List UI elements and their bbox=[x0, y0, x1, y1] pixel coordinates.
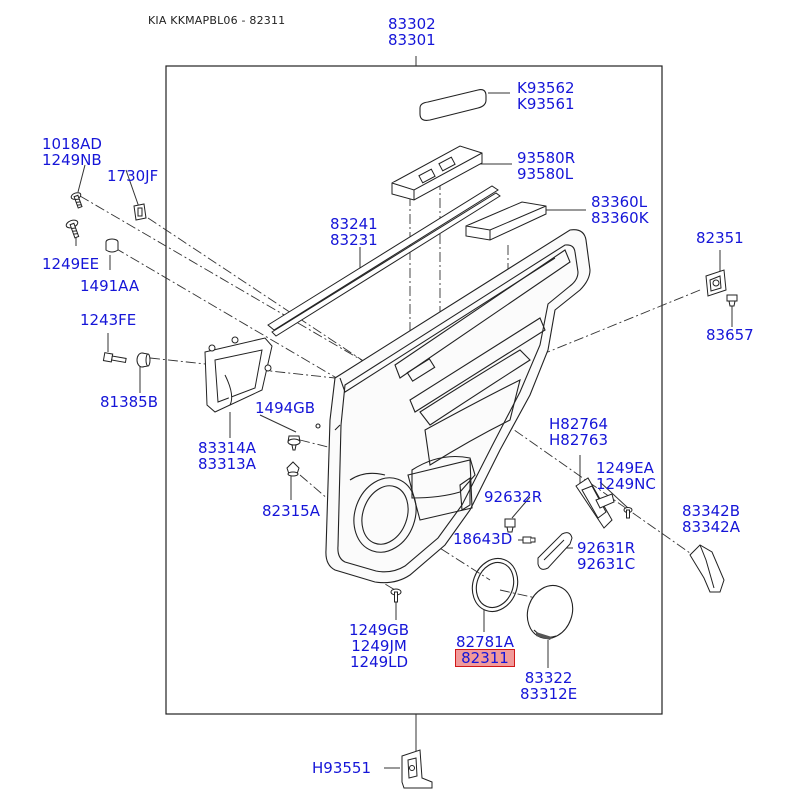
part-number: 83322 bbox=[524, 669, 573, 687]
callout-clip-18643[interactable]: 18643D bbox=[453, 531, 512, 547]
leader-lines bbox=[75, 56, 733, 769]
selected-part-highlight[interactable]: 82311 bbox=[455, 649, 515, 667]
diagram-frame bbox=[165, 65, 663, 715]
part-number: 82781A bbox=[456, 633, 514, 651]
speaker-ring-part bbox=[471, 557, 519, 613]
clip-83657-part bbox=[726, 294, 738, 307]
clip-92632r-part bbox=[504, 518, 516, 533]
fasteners-left bbox=[65, 192, 151, 368]
callout-door-panel[interactable]: 83302 83301 bbox=[388, 16, 436, 48]
bulb-18643d-part bbox=[522, 536, 536, 544]
part-number: 1249EE bbox=[42, 255, 100, 273]
part-number: 92632R bbox=[484, 488, 543, 506]
part-number: 1249EA bbox=[596, 459, 654, 477]
callout-mirror-trim[interactable]: K93562 K93561 bbox=[517, 80, 575, 112]
part-number: 93580L bbox=[517, 165, 574, 183]
callout-grommet-1491[interactable]: 1491AA bbox=[80, 278, 139, 294]
screw-bottom-part bbox=[390, 588, 402, 603]
part-number: 1491AA bbox=[80, 277, 140, 295]
part-number: K93561 bbox=[517, 95, 575, 113]
callout-clip-83657[interactable]: 83657 bbox=[706, 327, 754, 343]
strip-83342-part bbox=[689, 544, 725, 593]
part-number: 92631C bbox=[577, 555, 636, 573]
callout-screw-1249ea[interactable]: 1249EA 1249NC bbox=[596, 460, 656, 492]
callout-strip-83342[interactable]: 83342B 83342A bbox=[682, 503, 740, 535]
part-number: H82764 bbox=[549, 415, 608, 433]
part-number: 83241 bbox=[330, 215, 378, 233]
part-number: 81385B bbox=[100, 393, 159, 411]
part-number: 1249NC bbox=[596, 475, 656, 493]
part-number: K93562 bbox=[517, 79, 575, 97]
part-number: 1249LD bbox=[350, 653, 409, 671]
part-number: 83360K bbox=[591, 209, 649, 227]
callout-hinge-h82764[interactable]: H82764 H82763 bbox=[549, 416, 608, 448]
part-number: 83312E bbox=[520, 685, 578, 703]
callout-clip-92632[interactable]: 92632R bbox=[484, 489, 542, 505]
callout-speaker-grille[interactable]: 83322 83312E bbox=[520, 670, 577, 702]
retainer-part bbox=[287, 435, 301, 451]
part-number: 83342A bbox=[682, 518, 740, 536]
callout-bolt-1243[interactable]: 1243FE bbox=[80, 312, 136, 328]
callout-window-switch-housing[interactable]: 93580R 93580L bbox=[517, 150, 575, 182]
part-number: 92631R bbox=[577, 539, 636, 557]
part-number: 83231 bbox=[330, 231, 378, 249]
callout-screw-1018[interactable]: 1018AD 1249NB bbox=[42, 136, 102, 168]
part-number: 1249JM bbox=[351, 637, 407, 655]
part-number: 1494GB bbox=[255, 399, 316, 417]
part-number: 1249NB bbox=[42, 151, 102, 169]
window-switch-housing-part bbox=[391, 145, 483, 201]
part-number: 18643D bbox=[453, 530, 513, 548]
part-number: 83360L bbox=[591, 193, 648, 211]
callout-cap-81385[interactable]: 81385B bbox=[100, 394, 158, 410]
callout-screws-bottom[interactable]: 1249GB 1249JM 1249LD bbox=[349, 622, 409, 670]
speaker-grille-part bbox=[526, 584, 574, 640]
callout-weatherstrip[interactable]: 83241 83231 bbox=[330, 216, 378, 248]
callout-pull-handle-cover[interactable]: 83360L 83360K bbox=[591, 194, 649, 226]
callout-lamp-92631[interactable]: 92631R 92631C bbox=[577, 540, 635, 572]
screw-1249ea-part bbox=[623, 507, 633, 519]
callout-bottom-bracket[interactable]: H93551 bbox=[312, 760, 371, 776]
part-number: 1018AD bbox=[42, 135, 102, 153]
part-number: 83342B bbox=[682, 502, 741, 520]
part-number: 1243FE bbox=[80, 311, 137, 329]
bottom-bracket-part bbox=[401, 749, 433, 789]
part-number: 82315A bbox=[262, 502, 320, 520]
callout-speaker-ring[interactable]: 82781A 82311 bbox=[455, 633, 515, 667]
pull-handle-cover-part bbox=[465, 201, 547, 241]
callout-clip-1730[interactable]: 1730JF bbox=[107, 168, 158, 184]
part-number: 83301 bbox=[388, 31, 436, 49]
clip-82315a-part bbox=[286, 461, 300, 477]
part-number: 83302 bbox=[388, 15, 436, 33]
part-number: 83314A bbox=[198, 439, 256, 457]
door-trim-panel-part bbox=[315, 229, 591, 584]
part-number: 83313A bbox=[198, 455, 256, 473]
callout-bracket-82351[interactable]: 82351 bbox=[696, 230, 744, 246]
part-number: H93551 bbox=[312, 759, 371, 777]
callout-inner-handle-cover[interactable]: 83314A 83313A bbox=[198, 440, 256, 472]
callout-clip-82315[interactable]: 82315A bbox=[262, 503, 320, 519]
part-number: H82763 bbox=[549, 431, 608, 449]
part-number: 1249GB bbox=[349, 621, 410, 639]
callout-retainer-1494[interactable]: 1494GB bbox=[255, 400, 315, 416]
hinge-h82764-part bbox=[575, 477, 615, 529]
part-number: 82351 bbox=[696, 229, 744, 247]
weatherstrip-part bbox=[267, 185, 501, 337]
mirror-trim-part bbox=[419, 89, 487, 121]
callout-screw-1249ee[interactable]: 1249EE bbox=[42, 256, 99, 272]
part-number: 93580R bbox=[517, 149, 576, 167]
bracket-82351-part bbox=[705, 269, 727, 297]
part-number: 83657 bbox=[706, 326, 754, 344]
inner-handle-cover-part bbox=[204, 336, 273, 413]
lamp-lens-part bbox=[537, 532, 573, 570]
part-number: 1730JF bbox=[107, 167, 159, 185]
diagram-header: KIA KKMAPBL06 - 82311 bbox=[148, 14, 286, 27]
